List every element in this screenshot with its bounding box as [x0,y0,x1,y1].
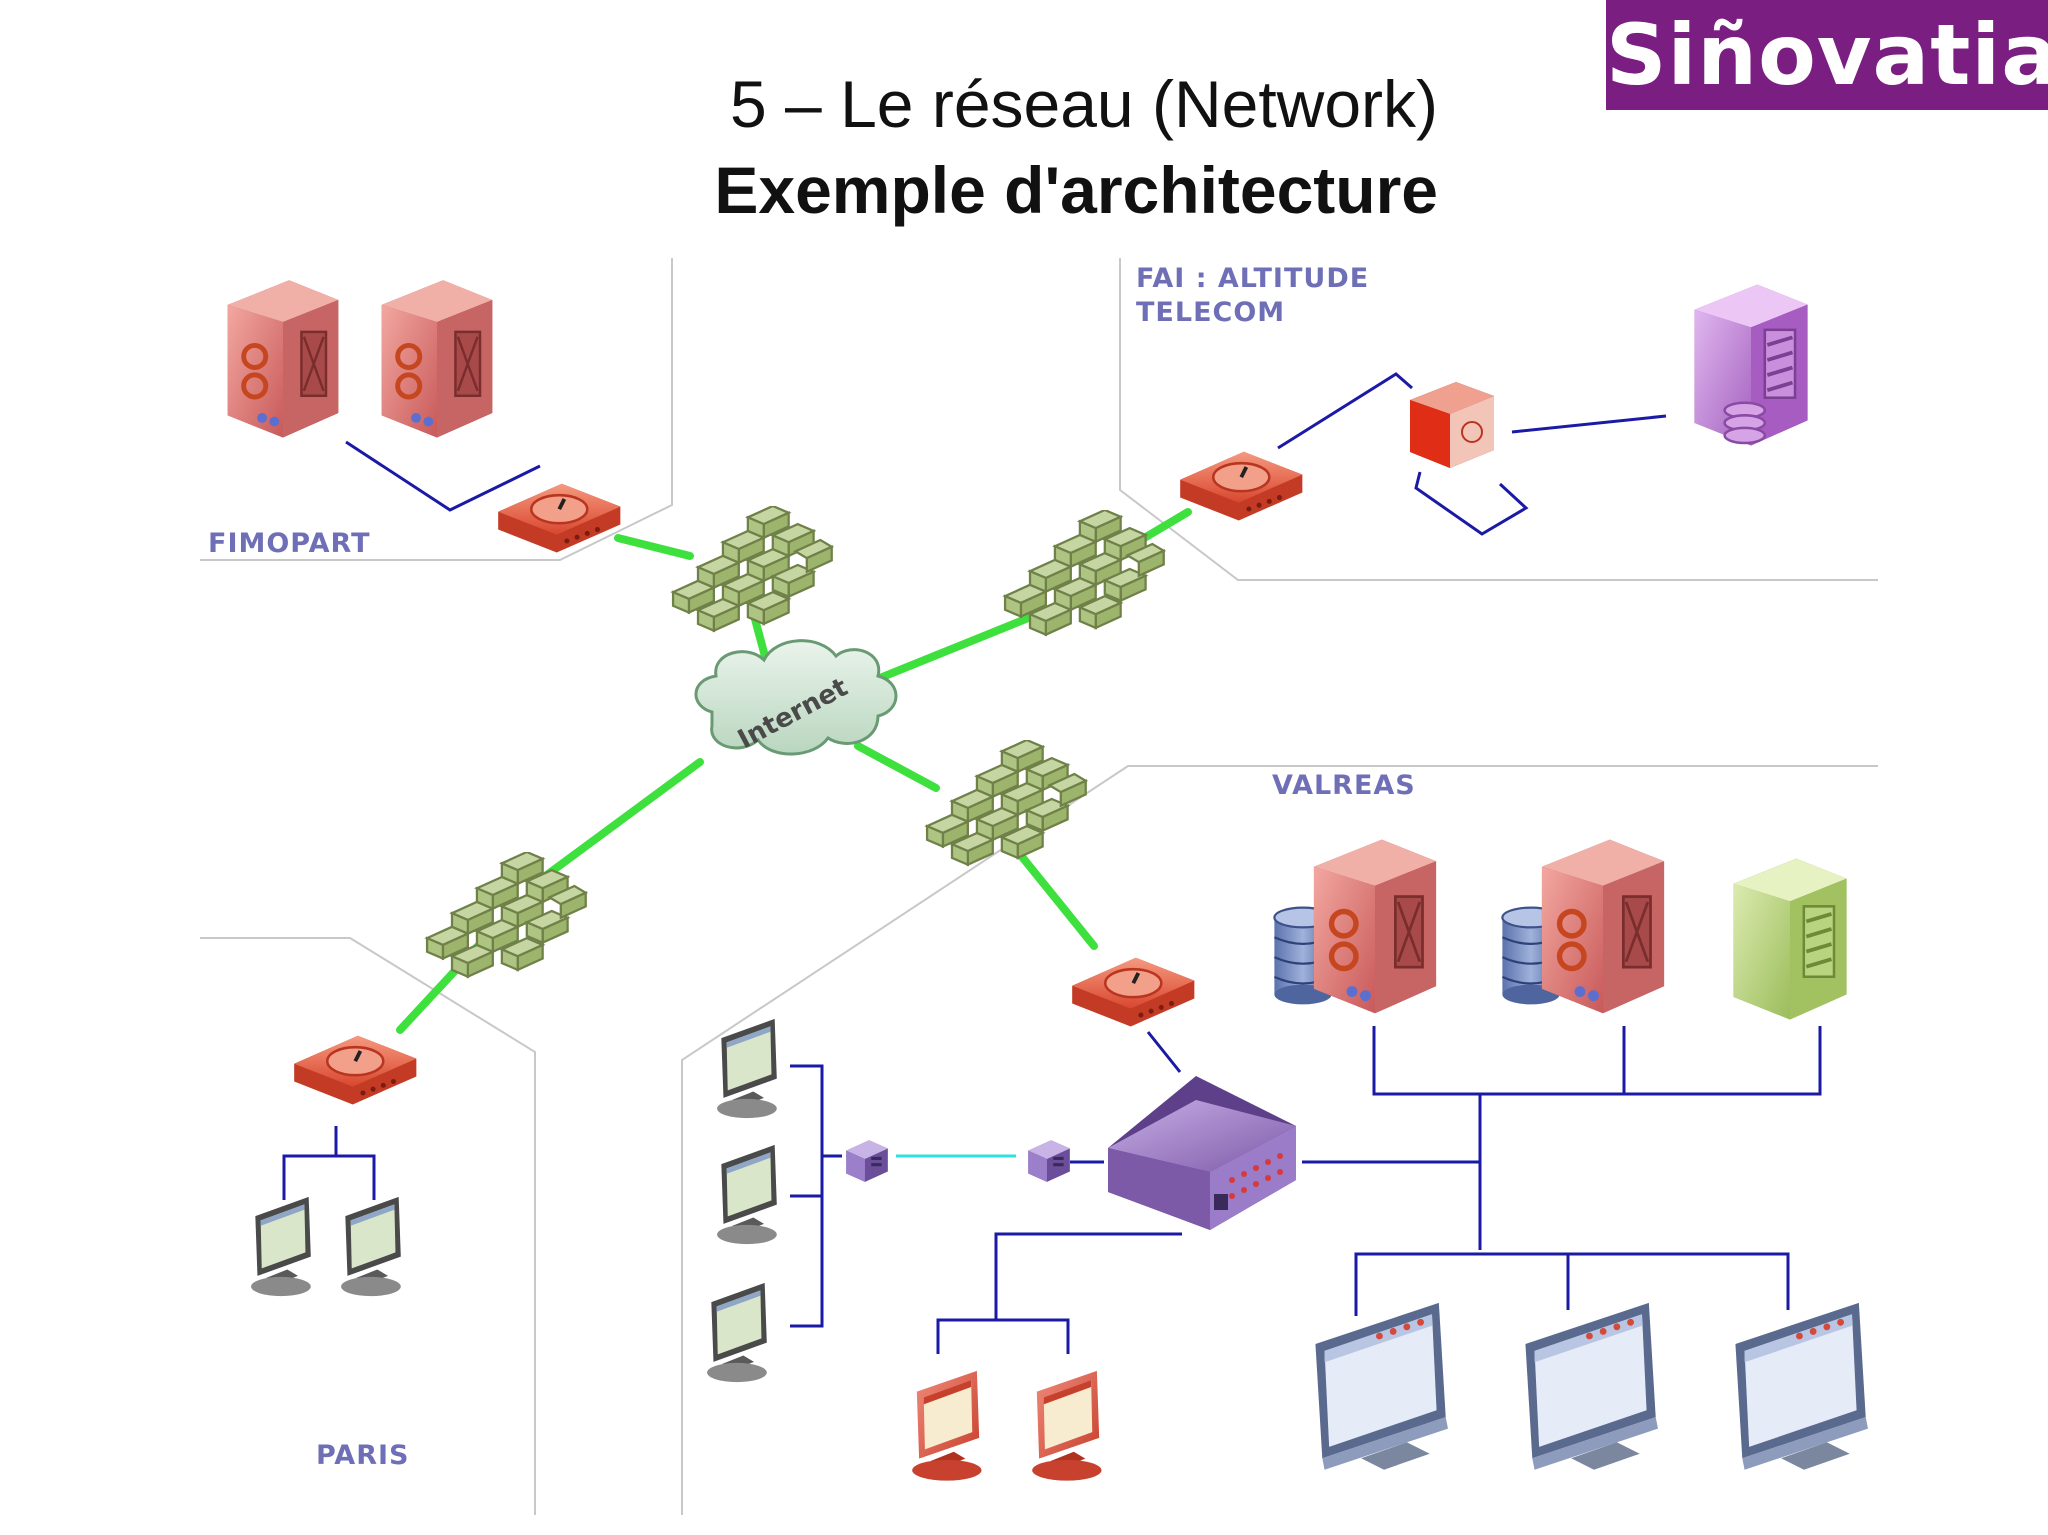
slide-subtitle: Exemple d'architecture [714,153,1438,227]
firewall-paris [425,852,587,978]
firewall-fai [1003,510,1165,636]
valreas-server-3 [1731,856,1849,1022]
wireless-bridge-icon-right [1028,1140,1070,1182]
valreas-workstation-blue-2 [1525,1302,1658,1470]
valreas-workstation-blue-1 [1315,1302,1448,1470]
valreas-switch-icon [1108,1076,1296,1230]
valreas-workstation-red-2 [1032,1370,1102,1481]
valreas-workstation-red-1 [912,1370,982,1481]
title-block: 5 – Le réseau (Network) Exemple d'archit… [618,0,1438,240]
zone-label-fai-line2: TELECOM [1136,297,1286,328]
internet-cloud-icon: Internet [694,639,898,756]
fimopart-router-icon [496,481,623,555]
fai-router-icon [1178,449,1305,523]
valreas-workstation-blue-3 [1735,1302,1868,1470]
firewall-valreas [925,740,1087,866]
valreas-router-icon [1070,955,1197,1029]
paris-workstation-1 [251,1196,311,1297]
wireless-bridge-icon-left [846,1140,888,1182]
paris-router-icon [292,1033,419,1107]
zone-label-paris: PARIS [316,1440,410,1471]
valreas-workstation-left-1 [717,1018,777,1119]
fimopart-server-1 [228,280,339,437]
zone-label-valreas: VALREAS [1272,770,1416,801]
zone-dividers [200,258,1878,1515]
zone-label-fimopart: FIMOPART [208,528,371,559]
paris-workstation-2 [341,1196,401,1297]
lan-links [282,372,1822,1354]
fai-server [1694,285,1807,446]
valreas-server-1 [1314,840,1436,1014]
fai-switch-icon [1410,382,1494,468]
zone-label-fai: FAI : ALTITUDE TELECOM [1136,262,1369,330]
sinovatia-logo: Siñovatia [1606,0,2048,110]
zone-label-fai-line1: FAI : ALTITUDE [1136,263,1370,294]
valreas-workstation-left-2 [717,1144,777,1245]
slide-title: 5 – Le réseau (Network) [730,67,1438,141]
valreas-workstation-left-3 [707,1282,767,1383]
valreas-server-2 [1542,840,1664,1014]
fimopart-server-2 [382,280,493,437]
firewall-fimopart [671,506,833,632]
